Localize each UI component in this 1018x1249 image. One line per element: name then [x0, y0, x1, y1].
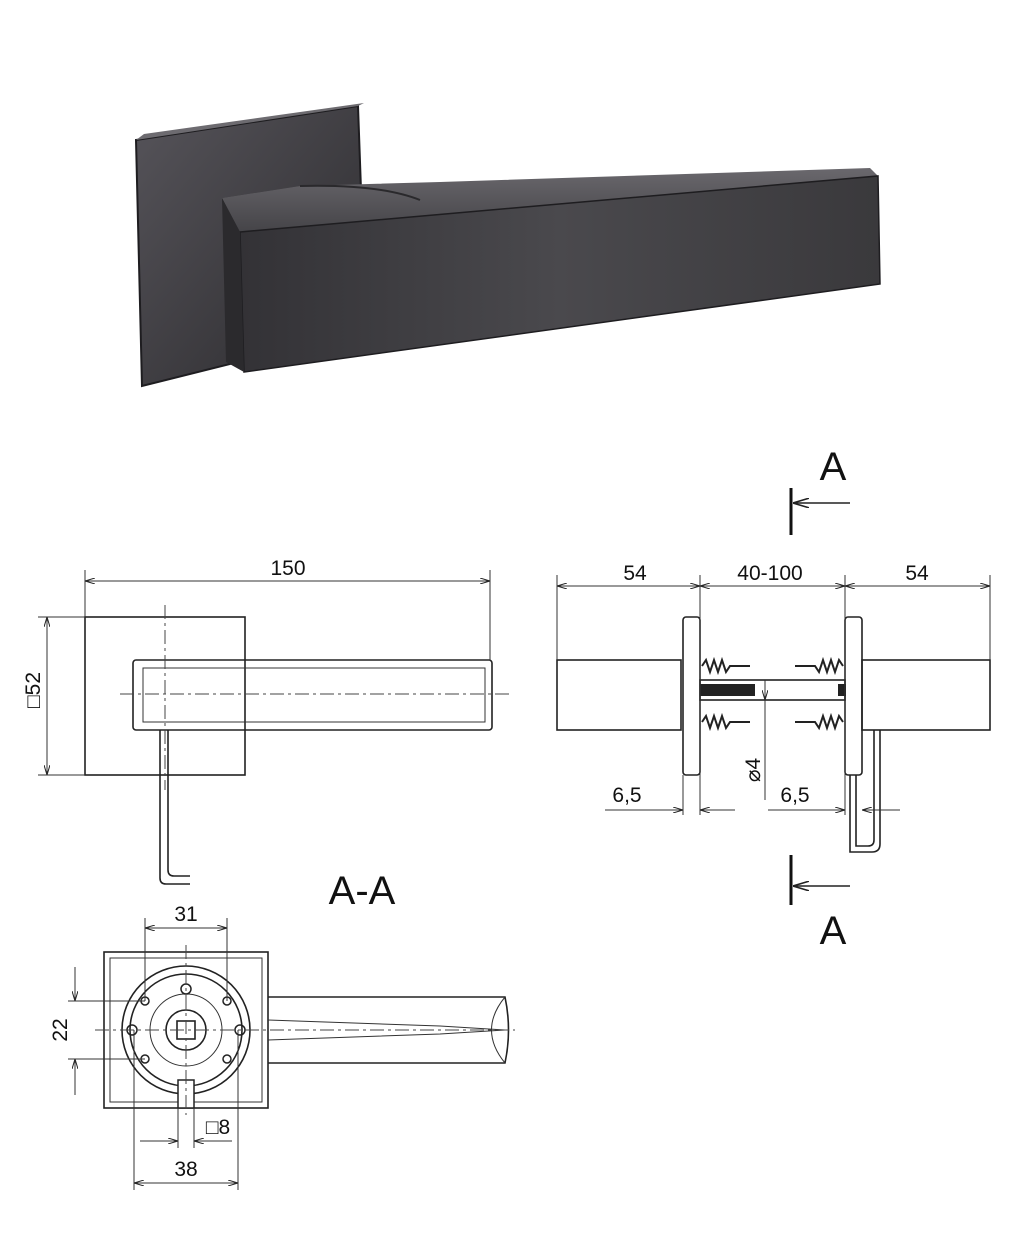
section-marker-bottom: A	[789, 855, 850, 953]
front-view: 150 □52	[22, 557, 510, 885]
lever-front-face	[239, 175, 881, 373]
dim-left-rose-6-5: 6,5	[612, 784, 641, 807]
dim-rose-52: □52	[22, 672, 45, 708]
lever-top-face	[222, 168, 878, 232]
section-marker-top: A	[789, 445, 850, 535]
section-title: A-A	[329, 869, 396, 913]
dim-31: 31	[174, 903, 197, 926]
dim-screw-4: ⌀4	[742, 758, 765, 783]
product-photo	[134, 103, 881, 388]
svg-text:A: A	[820, 909, 847, 953]
svg-text:A: A	[820, 445, 847, 489]
dim-spindle-8: □8	[206, 1116, 230, 1139]
side-view: 54 40-100 54 6,5 6,5 ⌀4 A A	[556, 445, 991, 953]
dim-22: 22	[49, 1018, 72, 1041]
section-view: A-A 31 22 □8	[49, 869, 515, 1190]
screws	[701, 656, 844, 732]
dim-door-40-100: 40-100	[737, 562, 802, 585]
dim-150: 150	[270, 557, 305, 580]
dim-right-rose-6-5: 6,5	[780, 784, 809, 807]
dim-38: 38	[174, 1158, 197, 1181]
dim-right-lever-54: 54	[905, 562, 929, 585]
dim-left-lever-54: 54	[623, 562, 647, 585]
